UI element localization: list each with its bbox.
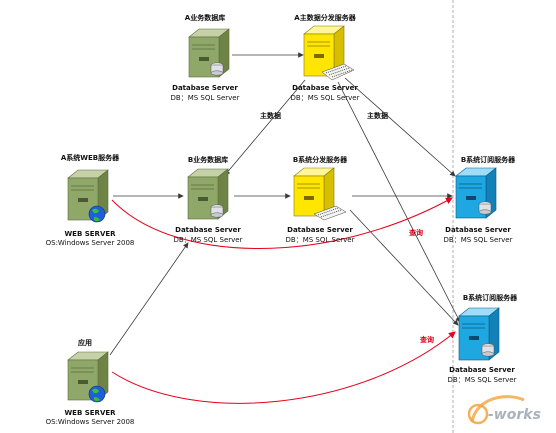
web-server-icon[interactable] [64, 168, 114, 226]
node-subtitle: DB：MS SQL Server [443, 236, 513, 244]
node-subtitle: OS:Windows Server 2008 [45, 418, 135, 426]
yellow-server-icon[interactable] [300, 24, 356, 84]
node-subtitle: DB：MS SQL Server [173, 236, 243, 244]
node-name: WEB SERVER [64, 230, 116, 238]
edge-amaster-bsub1 [344, 77, 456, 177]
node-subtitle: DB：MS SQL Server [285, 236, 355, 244]
edge-appweb-bdb [109, 242, 189, 356]
node-name: WEB SERVER [64, 409, 116, 417]
blue-server-icon[interactable] [452, 166, 504, 222]
svg-text:-works: -works [488, 407, 541, 423]
edge-amaster-bsub2 [337, 81, 461, 323]
node-name: Database Server [292, 84, 358, 92]
node-heading: A业务数据库 [184, 14, 226, 22]
green-server-icon[interactable] [184, 167, 234, 223]
edge-label-query: 查询 [420, 336, 434, 344]
node-heading: A系统WEB服务器 [60, 154, 120, 162]
blue-server-icon[interactable] [455, 306, 507, 364]
node-subtitle: OS:Windows Server 2008 [45, 239, 135, 247]
node-subtitle: DB：MS SQL Server [290, 94, 360, 102]
node-name: Database Server [175, 226, 241, 234]
node-heading: B系统订阅服务器 [460, 156, 516, 164]
green-server-icon[interactable] [185, 27, 231, 79]
node-heading: A主数据分发服务器 [294, 14, 356, 22]
edge-bdist-bsub2 [349, 209, 459, 326]
edge-label: 主数据 [367, 112, 388, 120]
node-heading: B业务数据库 [187, 156, 229, 164]
edge-label-query: 查询 [409, 229, 423, 237]
node-name: Database Server [449, 366, 515, 374]
web-server-icon[interactable] [64, 350, 114, 406]
query-curve-bottom [111, 331, 456, 404]
edge-label: 主数据 [260, 112, 281, 120]
node-heading: B系统订阅服务器 [462, 294, 518, 302]
node-name: Database Server [445, 226, 511, 234]
node-subtitle: DB：MS SQL Server [170, 94, 240, 102]
edge-amaster-bdb [224, 79, 306, 176]
node-heading: B系统分发服务器 [292, 156, 348, 164]
yellow-server-icon[interactable] [290, 166, 348, 224]
node-subtitle: DB：MS SQL Server [447, 376, 517, 384]
query-curve-top [111, 197, 453, 249]
node-name: Database Server [287, 226, 353, 234]
eworks-logo: -works [467, 395, 541, 425]
node-name: Database Server [172, 84, 238, 92]
node-heading: 应用 [78, 339, 92, 347]
